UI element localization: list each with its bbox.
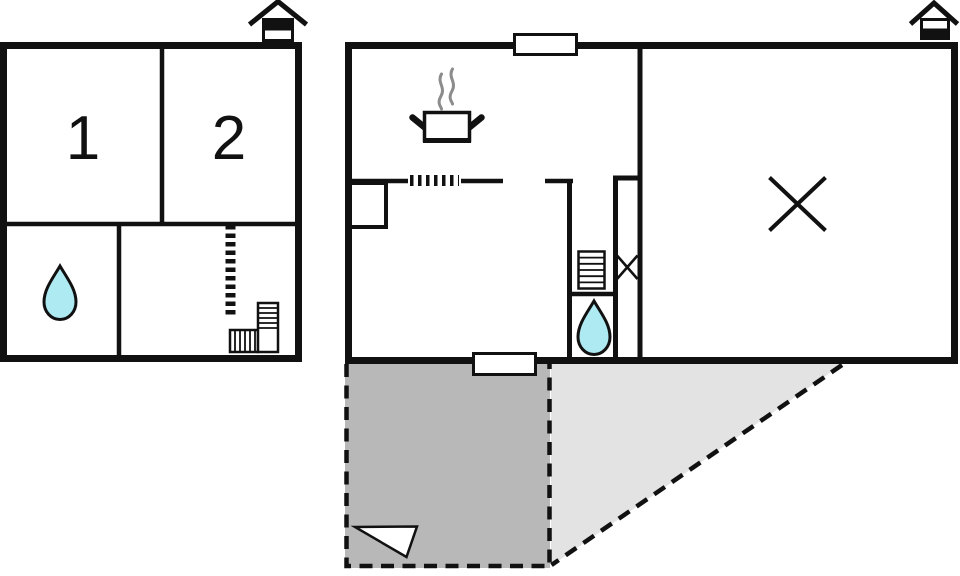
x-mark [768, 176, 827, 232]
upper-interior-walls [7, 49, 295, 355]
window-top [513, 33, 578, 56]
water-drop-icon [42, 263, 78, 322]
stairs-icon [577, 250, 606, 290]
closet-box [348, 181, 388, 229]
stairwell-walls [567, 175, 640, 357]
upper-outer-walls [0, 42, 302, 362]
terrace-dashed-border [344, 364, 552, 569]
flue-x-mark [616, 254, 639, 280]
upper-floor-plan: 1 2 [0, 0, 309, 362]
house-upper-floor-icon [247, 0, 309, 42]
terrace-area [344, 363, 844, 569]
water-drop-icon [576, 298, 612, 357]
steam-icon [437, 67, 455, 111]
room-1-label: 1 [66, 104, 100, 173]
covered-area-dashed-diagonal [550, 363, 844, 567]
terrace-dark-area [345, 364, 550, 568]
room-2-label: 2 [212, 104, 246, 173]
ground-outer-walls [345, 42, 958, 364]
window-bottom [472, 352, 537, 376]
ground-floor-plan [345, 0, 960, 376]
cooking-pot-icon [409, 110, 485, 143]
direction-pointer-icon [350, 525, 419, 559]
house-ground-floor-icon [908, 0, 960, 40]
stairs-icon [228, 301, 280, 354]
